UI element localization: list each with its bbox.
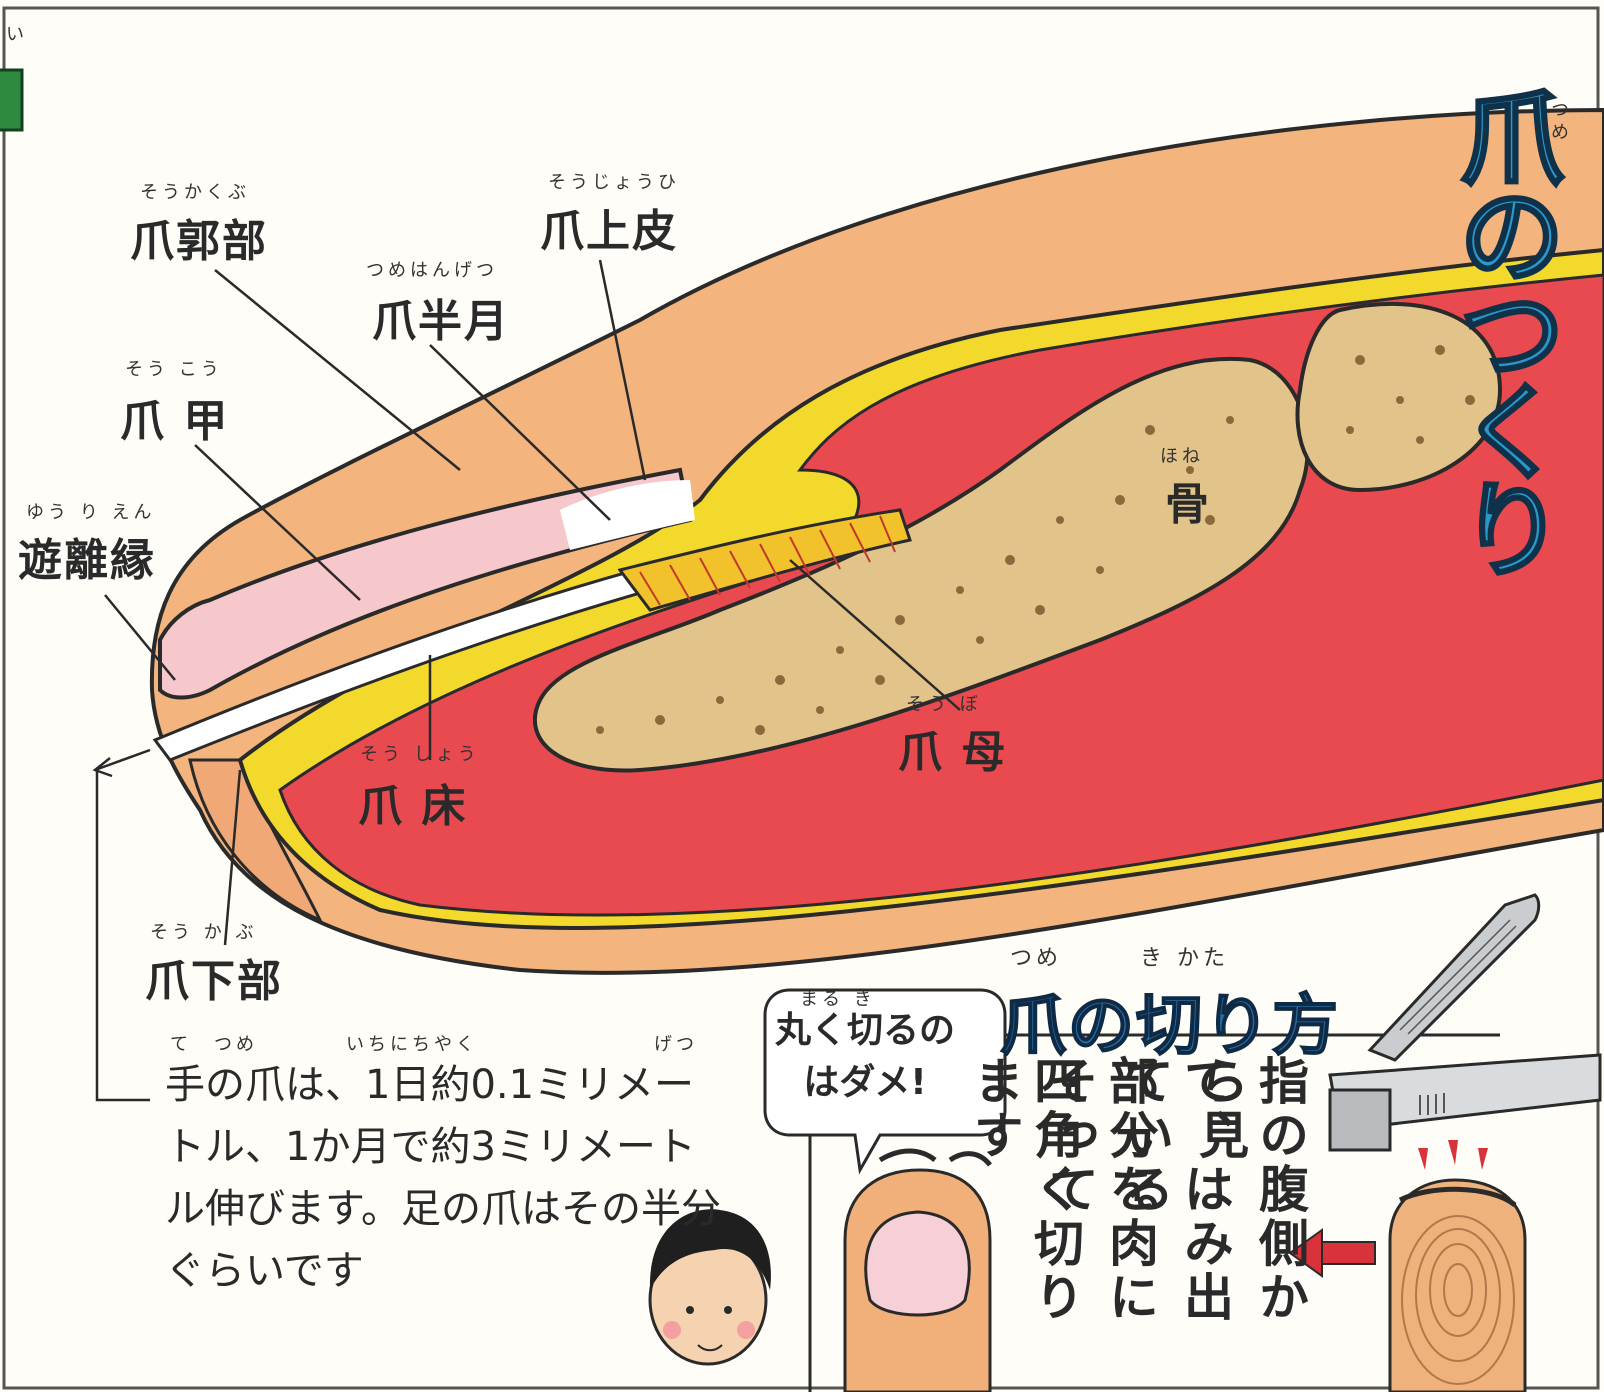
nail-clipper-shape — [1328, 893, 1602, 1152]
title-char: く — [1458, 372, 1565, 494]
title-char: つ — [1458, 274, 1565, 396]
label-soko: 爪 甲 — [120, 396, 230, 447]
label-sojohi: 爪上皮 — [540, 206, 678, 257]
fingerprint — [1401, 1215, 1515, 1385]
label-sojohi-ruby: そうじょうひ — [548, 172, 680, 193]
cut-nail-edge — [1398, 1186, 1517, 1208]
label-sokabu: 爪下部 — [145, 956, 283, 1007]
instruction-col-1: 指の腹側から見 — [1191, 1055, 1309, 1325]
instruction-col-2: て、はみ出ている — [1116, 1055, 1234, 1325]
label-hone: 骨 — [1165, 479, 1211, 530]
label-sobo: 爪 母 — [898, 727, 1008, 778]
growth-arrow — [92, 748, 151, 1102]
attention-marks — [1418, 1140, 1488, 1170]
label-sobo-ruby: そう ぼ — [906, 694, 982, 715]
corner-mark-shape — [0, 68, 24, 132]
leader-lines — [104, 259, 961, 946]
nail-matrix — [617, 508, 912, 612]
title-char: り — [1458, 470, 1565, 592]
label-sosho: 爪 床 — [358, 781, 468, 832]
motion-mark — [878, 1148, 937, 1163]
label-sosho-ruby: そう しょう — [360, 744, 480, 765]
instruction-col-4: 四角く切ります — [966, 1055, 1084, 1325]
speech-bubble — [763, 988, 1007, 1175]
cutting-title-ruby: つめ き かた — [1010, 946, 1229, 971]
label-sokakubu-ruby: そうかくぶ — [140, 182, 250, 203]
growth-note-ruby: て つめ いちにちやく げつ — [170, 1034, 698, 1055]
label-yurien-ruby: ゆう り えん — [26, 502, 156, 523]
instruction-col-3: 部分を肉にそって — [1041, 1055, 1159, 1325]
speech-bubble-text: 丸く切るのはダメ! — [774, 1010, 955, 1103]
page-title: 爪 の つ く り — [1452, 78, 1572, 592]
label-sokabu-ruby: そう か ぶ — [150, 922, 258, 943]
label-tsumehangetsu: 爪半月 — [372, 296, 510, 347]
bone-main — [533, 356, 1310, 773]
label-sokakubu: 爪郭部 — [130, 216, 268, 267]
bubble-ruby: まる き — [800, 989, 876, 1010]
bone-texture — [596, 345, 1475, 735]
bad-finger-nail — [864, 1210, 971, 1317]
corner-mark: い — [6, 24, 28, 45]
label-tsumehangetsu-ruby: つめはんげつ — [366, 260, 498, 281]
growth-note: 手の爪は、1日約0.1ミリメートル、1か月で約3ミリメートル伸びます。足の爪はそ… — [165, 1062, 721, 1294]
cutting-title: 爪の切り方 — [999, 986, 1340, 1065]
nail-matrix-stripes — [639, 515, 896, 606]
lunula — [560, 480, 695, 550]
title-ruby: つめ — [1548, 100, 1569, 144]
child-character — [648, 1209, 771, 1366]
label-hone-ruby: ほね — [1160, 446, 1204, 467]
title-char: 爪 — [1458, 78, 1565, 200]
label-soko-ruby: そう こう — [125, 359, 223, 380]
red-arrow-shape — [1288, 1228, 1376, 1278]
motion-mark — [948, 1151, 992, 1167]
label-yurien: 遊離縁 — [18, 535, 156, 586]
title-char: の — [1458, 176, 1565, 298]
